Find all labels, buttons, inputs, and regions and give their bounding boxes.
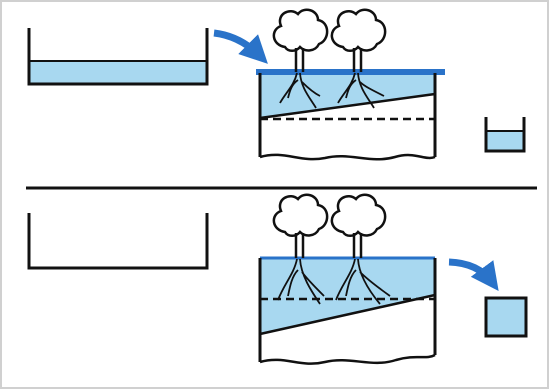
container-water: [486, 131, 524, 151]
right-container-full: [486, 298, 526, 336]
container-water: [29, 60, 207, 84]
container-water: [486, 298, 526, 336]
